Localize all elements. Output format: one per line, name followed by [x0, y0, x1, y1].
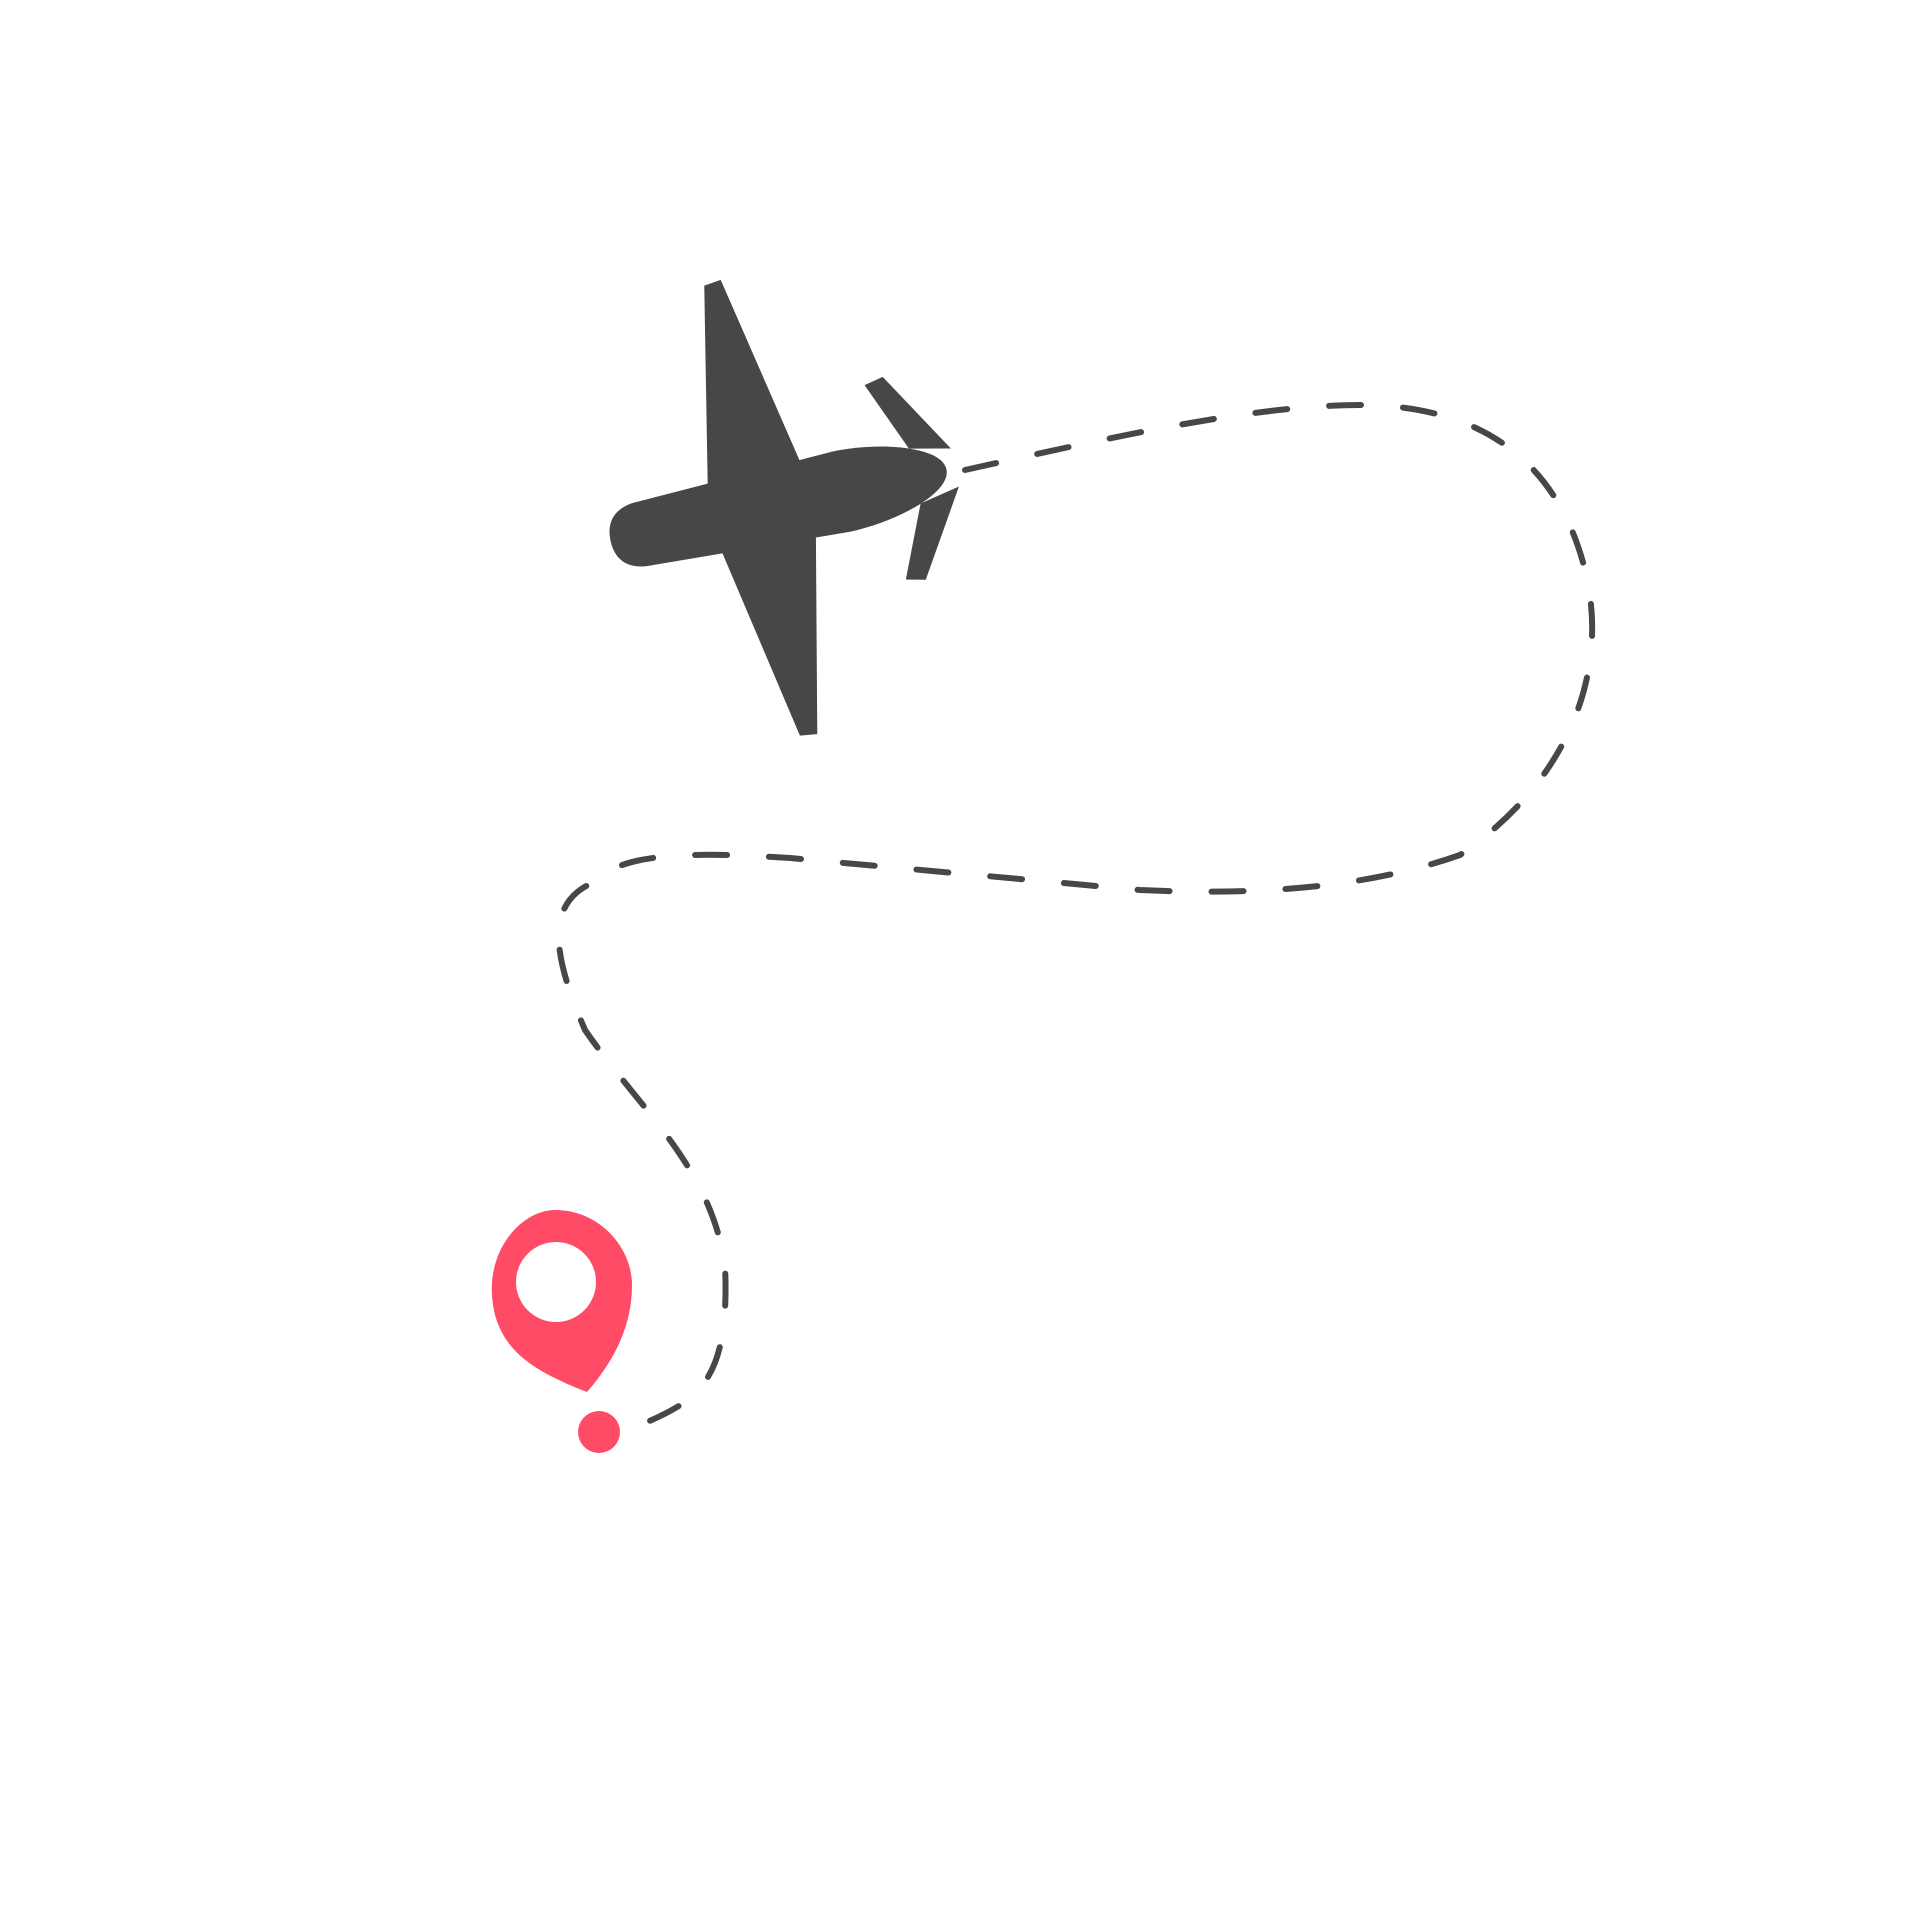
location-pin-icon [491, 1210, 632, 1392]
airplane-fuselage [609, 446, 947, 567]
airplane-engine [778, 602, 806, 625]
airplane-engine [775, 652, 803, 675]
airplane-tail-lower [905, 486, 959, 580]
airplane-engine [710, 344, 738, 367]
airplane-icon [609, 279, 959, 736]
destination-dot-icon [578, 1411, 620, 1453]
location-pin-hole [516, 1242, 596, 1322]
airplane-engine [732, 389, 760, 412]
dashed-flight-route [555, 401, 1596, 1428]
airplane-tail-upper [864, 376, 951, 449]
airplane-wing-lower [720, 530, 818, 736]
airplane-wing-upper [704, 279, 803, 490]
